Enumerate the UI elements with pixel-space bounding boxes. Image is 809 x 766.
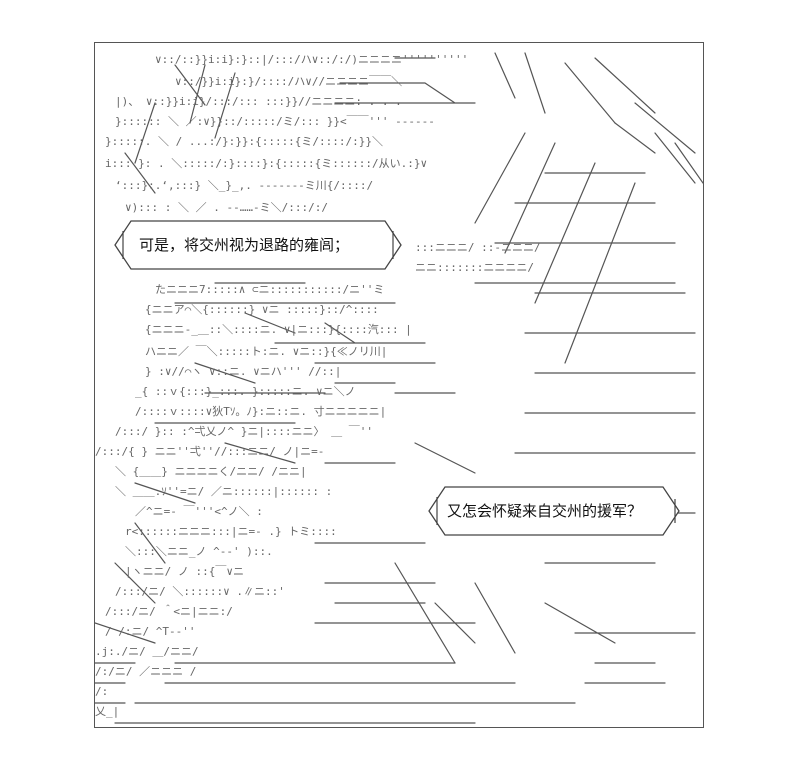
svg-text:／^ニ=‐ ￣'''<^ノ＼ :: ／^ニ=‐ ￣'''<^ノ＼ : — [135, 504, 263, 518]
svg-text:{ニニニ‐_＿::＼::::ニ. ∨|ニ:::}{:: {ニニニ‐_＿::＼::::ニ. ∨|ニ:::}{::::汽::: | — [145, 322, 412, 336]
svg-text:たニニニ7:::::∧ ⊂ニ:::::::::::/ニ': たニニニ7:::::∧ ⊂ニ:::::::::::/ニ''ミ — [155, 283, 384, 296]
svg-text:ニニ:::::::ニニニニ/: ニニ:::::::ニニニニ/ — [415, 261, 534, 274]
svg-text:/:/ニ/ ／ニニニ /: /:/ニ/ ／ニニニ / — [95, 665, 196, 678]
svg-text:/:: /: — [95, 685, 108, 698]
svg-text:/:::/ニ/ ＼::::::∨ .: /:::/ニ/ ＼::::::∨ .∥ニ::' — [115, 585, 285, 598]
svg-text:∨::/::}}i:i}:}::|/:::/ハ∨::/:/): ∨::/::}}i:i}:}::|/:::/ハ∨::/:/)ニニニニ''''''… — [155, 53, 468, 66]
svg-text:乂_|: 乂_| — [95, 705, 119, 718]
svg-text:/:::/ニ/ ＾<ニ|ニ: /:::/ニ/ ＾<ニ|ニニ:/ — [105, 603, 233, 618]
bubble-outline-second — [428, 486, 680, 536]
ascii-art-figure: ∨::/::}}i:i}:}::|/:::/ハ∨::/:/)ニニニニ''''''… — [95, 52, 703, 724]
svg-text:＼ {＿＿} ニニニニく/ニニ/ /ニニ|: ＼ {＿＿} ニニニニく/ニニ/ /ニニ| — [115, 465, 307, 478]
svg-text:/ /:ニ/ ^T‐: / /:ニ/ ^T‐‐'' — [105, 625, 195, 638]
svg-text:}:::::. ＼ / ...:/}:}}:{::::: }:::::. ＼ / ...:/}:}}:{:::::{ミ/::::/:}}＼ — [105, 135, 383, 148]
svg-text:/::::ｖ::::∨狄Tｿ。ﾉ}:ニ::ニ. 寸ニ: /::::ｖ::::∨狄Tｿ。ﾉ}:ニ::ニ. 寸ニニニニニ| — [135, 404, 386, 418]
speech-bubble-second: 又怎会怀疑来自交州的援军？ — [427, 485, 689, 537]
svg-text:}:::::: ＼ ／:∨}}::/:::::/ミ/: }:::::: ＼ ／:∨}}::/:::::/ミ/::: }}<￣￣''' ‐… — [115, 114, 435, 128]
svg-text:＼ ＿＿.ｿ''=ニ/ ／ニ::::::|:::::: ＼ ＿＿.ｿ''=ニ/ ／ニ::::::|:::::: : — [115, 485, 332, 498]
bubble-text-second: 又怎会怀疑来自交州的援军？ — [447, 502, 643, 520]
svg-text::::ニニニ/ ::‐ニニニ/: :::ニニニ/ ::‐ニニニ/ — [415, 241, 541, 254]
bubble-text-first: 可是，将交州视为退路的雍闾； — [139, 236, 350, 254]
svg-text:{ニニア⌒＼{::::::} ∨ニ :::::}::: {ニニア⌒＼{::::::} ∨ニ :::::}::/^:::: — [145, 303, 379, 316]
svg-text:∨::/}}i:i}:}/::::/ハ∨//ニニニニ￣￣＼: ∨::/}}i:i}:}/::::/ハ∨//ニニニニ￣￣＼ — [175, 74, 402, 88]
speech-bubble-first: 可是，将交州视为退路的雍闾； — [113, 219, 403, 271]
svg-text:‘:::}:.‘,:::} ＼_}_,. -‐‐‐‐‐‐ミ川: ‘:::}:.‘,:::} ＼_}_,. -‐‐‐‐‐‐ミ川{/::::/ — [115, 179, 373, 192]
bubble-outline-first — [114, 220, 402, 270]
svg-text:|ヽニニ/ ノ ::{￣∨ニ: |ヽニニ/ ノ ::{￣∨ニ — [125, 564, 244, 578]
svg-text:i::: }: . ＼:::::/:}::::}:{::::: i::: }: . ＼:::::/:}::::}:{:::::{ミ::::::/… — [105, 157, 427, 170]
svg-text:∨)::: : ＼ ／ . -‐……‐ミ＼/:::/:: ∨)::: : ＼ ／ . -‐……‐ミ＼/:::/:/ — [125, 201, 328, 214]
svg-text:r<::::::ニニニ:::|ニ=‐ .} トミ:::: r<::::::ニニニ:::|ニ=‐ .} トミ:::: — [125, 525, 337, 538]
svg-text:|)、 ∨::}}i:i}/:::/:::: |)、 ∨::}}i:i}/:::/::: :::}}//ニニニニ: . . . — [115, 95, 402, 108]
svg-text:/:::/ }:: :^弌乂ノ^ }ニ|::::ニニ〉: /:::/ }:: :^弌乂ノ^ }ニ|::::ニニ〉 ＿ ￣'' — [115, 424, 373, 438]
svg-text:} :∨//⌒ヽ ∨::ニ. ∨ニハ''' //: } :∨//⌒ヽ ∨::ニ. ∨ニハ''' //::| — [145, 365, 341, 378]
svg-text:/:::/{ } ニニ''弌''//:::ニニ/: /:::/{ } ニニ''弌''//:::ニニ/ ノ|ニ=‐ — [95, 445, 324, 458]
manga-panel: ∨::/::}}i:i}:}::|/:::/ハ∨::/:/)ニニニニ''''''… — [94, 42, 704, 728]
svg-text:.j:./ニ/ ＿/ニ: .j:./ニ/ ＿/ニニ/ — [95, 645, 199, 658]
svg-text:＼:::＼ニニ_ノ ^-‐' )::.: ＼:::＼ニニ_ノ ^-‐' )::. — [125, 545, 273, 558]
svg-text:_{ ::ｖ{:::}_:::. }:::::ニ.: _{ ::ｖ{:::}_:::. }:::::ニ. ∨ニ＼ノ — [135, 385, 356, 398]
svg-text:ハニニ／ ￣＼:::::ト:ニ. ∨ニ::}{≪ノリ川: ハニニ／ ￣＼:::::ト:ニ. ∨ニ::}{≪ノリ川| — [145, 344, 387, 358]
